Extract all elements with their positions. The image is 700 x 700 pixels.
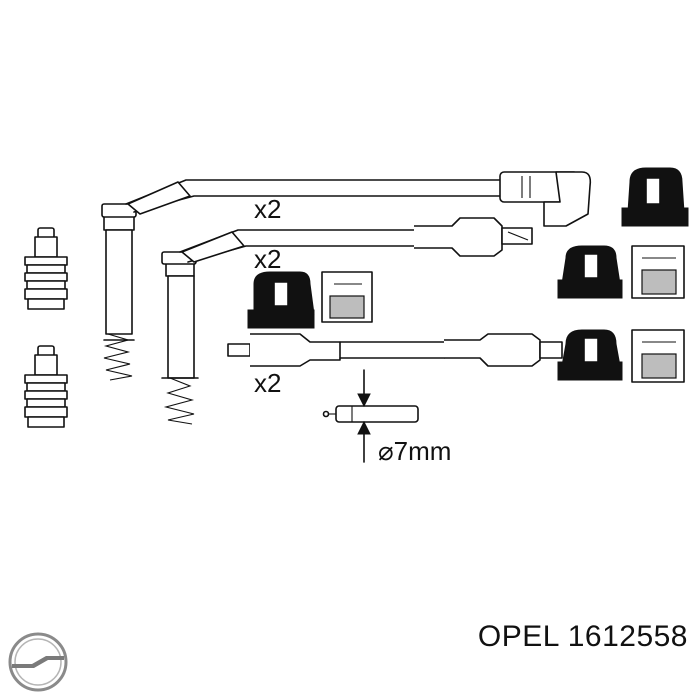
wire-diameter-callout [322,369,419,463]
coil-boot-gray-3 [631,329,685,383]
ignition-wire-top [101,171,592,381]
distributor-cap-boot-gray [321,271,373,323]
distributor-cap-boot-black [247,271,315,329]
quantity-label-top: x2 [254,194,281,224]
coil-boot-gray-2 [631,245,685,299]
quantity-label-bottom: x2 [254,368,281,398]
part-number: 1612558 [567,620,688,653]
quantity-label-middle: x2 [254,244,281,274]
opel-logo-icon [8,632,68,692]
coil-boot-black-3 [557,329,623,381]
ignition-wire-bottom [227,333,563,367]
coil-boot-black-1 [621,167,689,227]
diameter-label: ⌀7mm [378,436,451,466]
part-caption: OPEL 1612558 [478,620,688,654]
spark-plug-boot-top-left [24,227,68,310]
ignition-wire-middle [161,217,533,425]
spark-plug-boot-bottom-left [24,345,68,428]
brand-name: OPEL [477,620,559,653]
coil-boot-black-2 [557,245,623,299]
